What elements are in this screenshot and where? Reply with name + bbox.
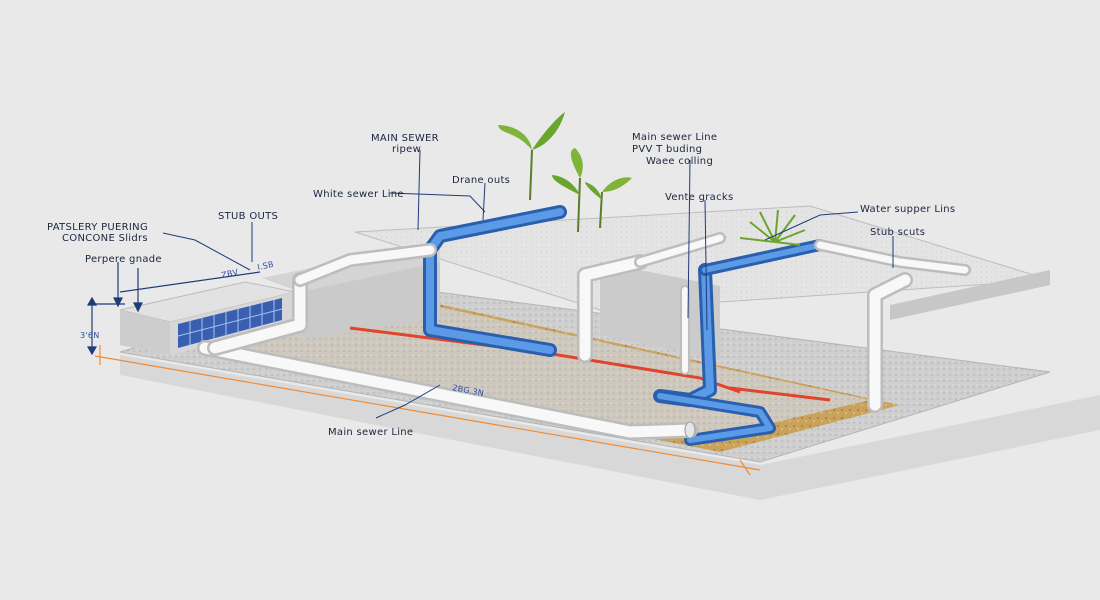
- label-footing-2: CONCONE Slidrs: [62, 233, 148, 244]
- plant-icon: [498, 112, 565, 201]
- label-purpose-grade: Perpere gnade: [85, 254, 162, 265]
- label-white-sewer-line: White sewer Line: [313, 189, 404, 200]
- left-wall-face: [300, 262, 440, 340]
- ground-shadow: [120, 355, 1100, 500]
- label-main-sewer-line-top-3: Waee colling: [646, 156, 713, 167]
- label-main-sewer-line-top-1: Main sewer Line: [632, 132, 717, 143]
- footing-front: [120, 310, 170, 355]
- dim-top-b: I.SB: [257, 260, 275, 272]
- white-sewer-pipes: [197, 232, 971, 440]
- label-vent-stacks: Vente gracks: [665, 192, 734, 203]
- label-main-sewer-line-top-2: PVV T buding: [632, 144, 702, 155]
- pipe-end-cap: [684, 421, 696, 439]
- left-dimension-arrows: [86, 262, 261, 356]
- plant-icon: [552, 148, 632, 233]
- label-water-supply-lines: Water supper Lins: [860, 204, 955, 215]
- label-stub-outs-right: Stub scuts: [870, 227, 925, 238]
- label-main-sewer-line-bottom: Main sewer Line: [328, 427, 413, 438]
- label-footing-1: PATSLERY PUERING: [47, 222, 148, 233]
- label-drain-outs: Drane outs: [452, 175, 510, 186]
- label-main-sewer-pipew-2: ripew: [392, 144, 421, 155]
- dimension-lines: [94, 345, 761, 476]
- label-stub-outs-left: STUB OUTS: [218, 211, 278, 222]
- dim-left: 3'6N: [80, 331, 100, 340]
- label-main-sewer-pipew-1: MAIN SEWER: [371, 133, 439, 144]
- leader-lines: [162, 149, 894, 419]
- drain-grate: [177, 298, 283, 348]
- right-end-top: [890, 270, 1050, 320]
- dim-top-a: ZBV: [221, 268, 240, 280]
